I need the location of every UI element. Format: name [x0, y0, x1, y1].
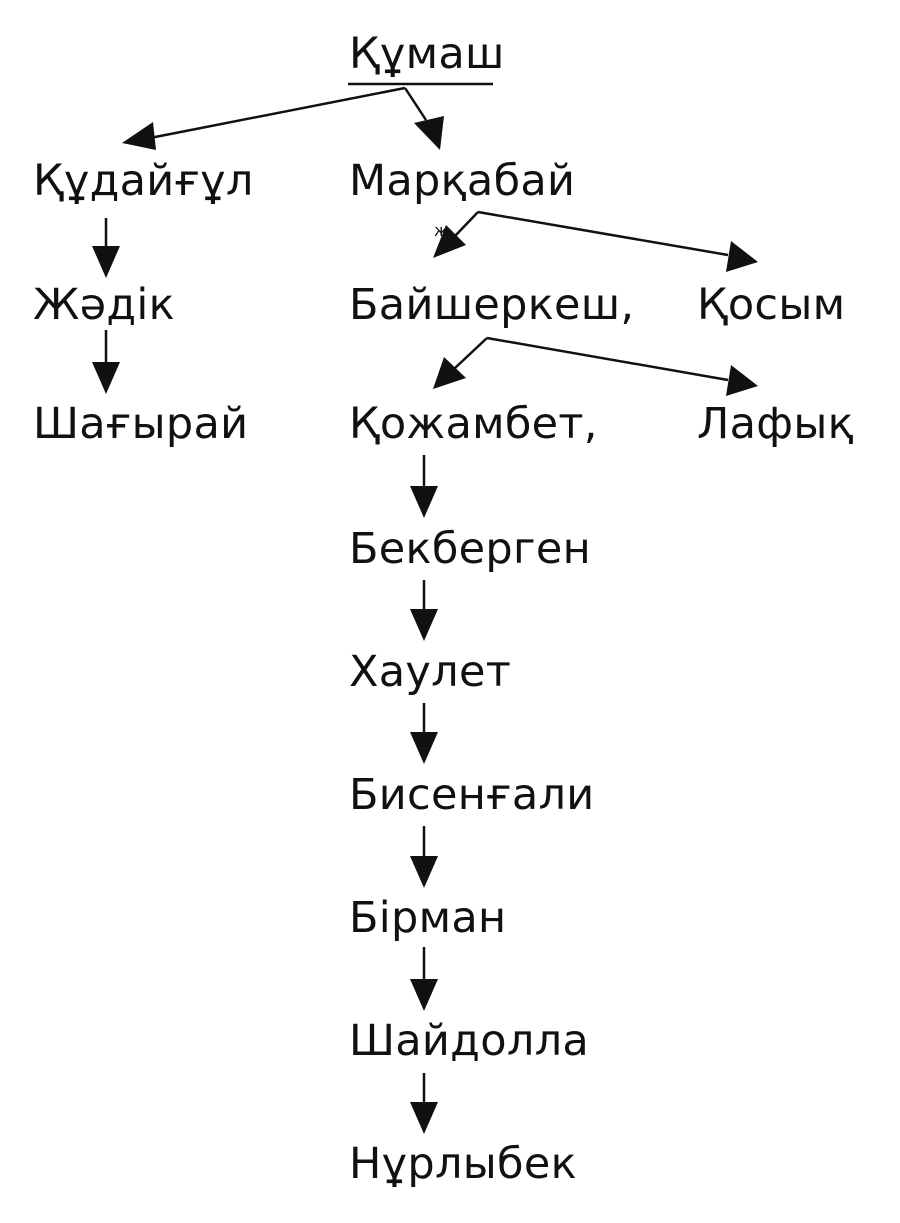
edge-markabai-to-kosym	[477, 210, 758, 272]
node-main-9: Нұрлыбек	[349, 1139, 577, 1189]
edge-khaulet-to-bisengali	[410, 703, 438, 764]
node-main-5: Хаулет	[349, 647, 512, 697]
edge-baisherkesh-to-kozhambet	[433, 337, 488, 389]
edge-zhadik-to-shagyrai	[92, 330, 120, 394]
node-main-1: Марқабай	[349, 156, 576, 206]
edge-bisengali-to-birman	[410, 826, 438, 888]
node-root: Құмаш	[349, 29, 505, 79]
node-main-7: Бірман	[349, 893, 507, 943]
node-main-4: Бекберген	[349, 524, 592, 574]
node-main-6: Бисенғали	[349, 770, 595, 820]
edge-tick-mark: ж	[434, 221, 448, 240]
node-right-1: Қосым	[697, 280, 846, 330]
edge-birman-to-shaidolla	[410, 947, 438, 1011]
edge-markabai-to-baisherkesh: ж	[433, 211, 479, 258]
edge-shaidolla-to-nurlybek	[410, 1073, 438, 1134]
edge-kudaigul-to-zhadik	[92, 218, 120, 278]
edge-root-to-markabai	[403, 87, 444, 150]
node-left-2: Жәдік	[33, 280, 175, 330]
node-main-2: Байшеркеш,	[349, 280, 635, 330]
node-left-1: Құдайғұл	[33, 156, 254, 206]
node-left-3: Шағырай	[33, 399, 249, 449]
edge-bekbergen-to-khaulet	[410, 580, 438, 641]
edge-baisherkesh-to-lafyk	[486, 336, 758, 396]
edge-root-to-kudaigul	[122, 86, 406, 150]
node-right-2: Лафық	[697, 399, 854, 449]
edge-kozhambet-to-bekbergen	[410, 455, 438, 518]
node-main-8: Шайдолла	[349, 1016, 590, 1066]
node-main-3: Қожамбет,	[349, 399, 598, 449]
